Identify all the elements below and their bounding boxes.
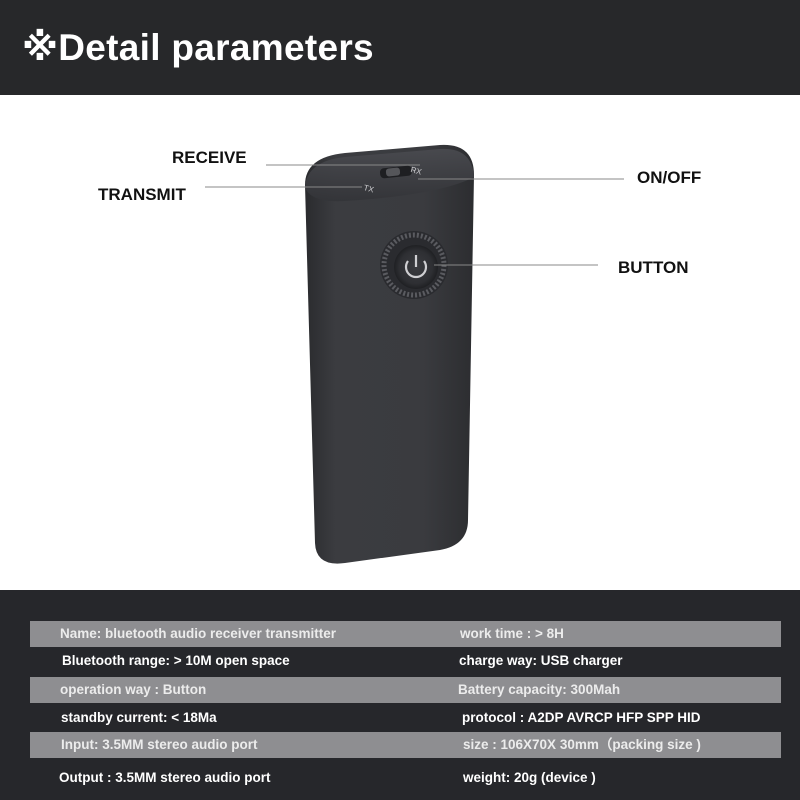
- spec-right: work time : > 8H: [460, 626, 564, 641]
- spec-row: Bluetooth range: > 10M open space charge…: [30, 648, 781, 674]
- bluetooth-device: [305, 144, 474, 564]
- spec-right: protocol : A2DP AVRCP HFP SPP HID: [462, 710, 701, 725]
- callout-button: BUTTON: [618, 258, 689, 277]
- callout-transmit: TRANSMIT: [98, 185, 186, 204]
- spec-right: Battery capacity: 300Mah: [458, 682, 621, 697]
- page-title: ※Detail parameters: [22, 27, 374, 68]
- device-illustration: TX RX: [205, 144, 624, 564]
- spec-left: Output : 3.5MM stereo audio port: [59, 770, 271, 785]
- spec-left: standby current: < 18Ma: [61, 710, 217, 725]
- spec-right: charge way: USB charger: [459, 653, 623, 668]
- header-bar: ※Detail parameters: [0, 0, 800, 95]
- spec-right: size : 106X70X 30mm（packing size ): [463, 737, 701, 752]
- spec-left: Input: 3.5MM stereo audio port: [61, 737, 258, 752]
- spec-right: weight: 20g (device ): [463, 770, 596, 785]
- spec-table: Name: bluetooth audio receiver transmitt…: [0, 590, 800, 800]
- spec-left: Bluetooth range: > 10M open space: [62, 653, 290, 668]
- spec-left: operation way : Button: [60, 682, 207, 697]
- spec-row: Input: 3.5MM stereo audio port size : 10…: [30, 732, 781, 758]
- spec-row: standby current: < 18Ma protocol : A2DP …: [30, 705, 781, 731]
- spec-left: Name: bluetooth audio receiver transmitt…: [60, 626, 337, 641]
- product-image-area: TX RX RECEIVE TRANSMIT ON/OFF BUTTON: [0, 95, 800, 590]
- tx-label: TX: [363, 183, 376, 195]
- callout-on-off: ON/OFF: [637, 168, 702, 187]
- spec-row: Name: bluetooth audio receiver transmitt…: [30, 621, 781, 647]
- callout-receive: RECEIVE: [172, 148, 247, 167]
- spec-row: Output : 3.5MM stereo audio port weight:…: [30, 765, 781, 791]
- spec-row: operation way : Button Battery capacity:…: [30, 677, 781, 703]
- rx-label: RX: [410, 165, 424, 177]
